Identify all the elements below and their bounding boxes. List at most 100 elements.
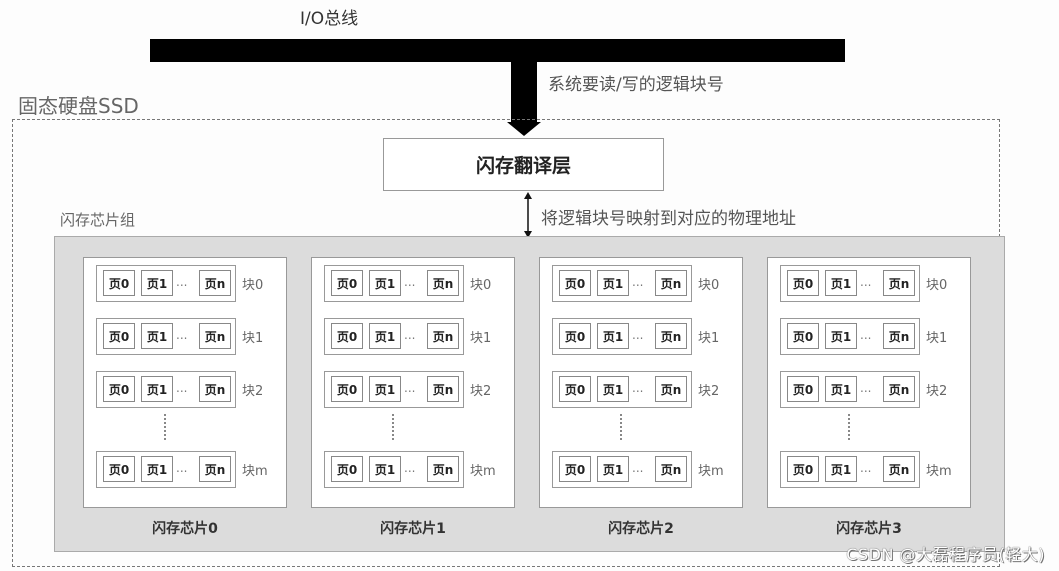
page-ellipsis: ... (176, 461, 188, 475)
page-cell: 页1 (369, 323, 401, 349)
page-ellipsis: ... (176, 328, 188, 342)
page-cell: 页1 (369, 270, 401, 296)
page-ellipsis: ... (404, 275, 416, 289)
page-cell: 页n (883, 270, 915, 296)
block-label: 块1 (242, 331, 264, 346)
page-cell: 页0 (103, 323, 135, 349)
block-label: 块2 (926, 384, 948, 399)
block-label: 块2 (242, 384, 264, 399)
page-cell: 页n (199, 270, 231, 296)
vertical-ellipsis-icon (392, 414, 396, 440)
page-ellipsis: ... (632, 381, 644, 395)
double-arrow-icon (524, 192, 532, 238)
page-cell: 页1 (825, 376, 857, 402)
chip-label: 闪存芯片2 (608, 521, 674, 537)
chip-label: 闪存芯片1 (380, 521, 446, 537)
block-label: 块1 (698, 331, 720, 346)
page-cell: 页1 (141, 270, 173, 296)
page-cell: 页1 (825, 456, 857, 482)
flash-translation-layer: 闪存翻译层 (383, 138, 664, 191)
page-cell: 页0 (559, 323, 591, 349)
page-cell: 页0 (787, 376, 819, 402)
page-ellipsis: ... (860, 381, 872, 395)
request-arrow-stem (511, 62, 537, 124)
page-cell: 页n (427, 376, 459, 402)
io-bus-bar (150, 39, 845, 62)
block-label: 块0 (242, 278, 264, 293)
block-label: 块0 (926, 278, 948, 293)
block-label: 块m (698, 464, 724, 479)
page-cell: 页0 (559, 376, 591, 402)
page-cell: 页n (427, 456, 459, 482)
page-cell: 页n (427, 323, 459, 349)
page-cell: 页1 (369, 376, 401, 402)
page-cell: 页n (655, 456, 687, 482)
page-cell: 页0 (103, 456, 135, 482)
page-ellipsis: ... (176, 381, 188, 395)
page-ellipsis: ... (404, 381, 416, 395)
page-cell: 页1 (141, 323, 173, 349)
page-cell: 页n (655, 323, 687, 349)
page-cell: 页1 (597, 376, 629, 402)
page-ellipsis: ... (632, 275, 644, 289)
page-cell: 页1 (597, 323, 629, 349)
page-cell: 页n (199, 323, 231, 349)
page-cell: 页0 (331, 323, 363, 349)
vertical-ellipsis-icon (164, 414, 168, 440)
page-cell: 页n (883, 456, 915, 482)
request-arrow-head-icon (507, 122, 541, 136)
page-cell: 页n (655, 270, 687, 296)
vertical-ellipsis-icon (848, 414, 852, 440)
page-cell: 页1 (825, 323, 857, 349)
page-cell: 页1 (597, 270, 629, 296)
page-ellipsis: ... (860, 461, 872, 475)
mapping-label: 将逻辑块号映射到对应的物理地址 (541, 209, 796, 229)
page-cell: 页n (427, 270, 459, 296)
page-cell: 页n (655, 376, 687, 402)
chip-label: 闪存芯片0 (152, 521, 218, 537)
page-cell: 页1 (141, 376, 173, 402)
page-cell: 页0 (331, 456, 363, 482)
block-label: 块0 (470, 278, 492, 293)
page-cell: 页0 (787, 323, 819, 349)
block-label: 块1 (470, 331, 492, 346)
vertical-ellipsis-icon (620, 414, 624, 440)
io-bus-label: I/O总线 (300, 9, 359, 29)
page-ellipsis: ... (176, 275, 188, 289)
watermark: CSDN @大磊程序员(轻大) (846, 545, 1045, 564)
page-ellipsis: ... (632, 461, 644, 475)
page-cell: 页0 (559, 270, 591, 296)
page-cell: 页0 (331, 270, 363, 296)
page-cell: 页0 (559, 456, 591, 482)
page-cell: 页n (199, 456, 231, 482)
block-label: 块2 (470, 384, 492, 399)
page-ellipsis: ... (404, 328, 416, 342)
page-cell: 页0 (103, 376, 135, 402)
page-ellipsis: ... (632, 328, 644, 342)
chip-label: 闪存芯片3 (836, 521, 902, 537)
request-arrow-label: 系统要读/写的逻辑块号 (548, 75, 724, 95)
ftl-label: 闪存翻译层 (475, 155, 571, 177)
block-label: 块1 (926, 331, 948, 346)
block-label: 块m (470, 464, 496, 479)
page-cell: 页1 (141, 456, 173, 482)
